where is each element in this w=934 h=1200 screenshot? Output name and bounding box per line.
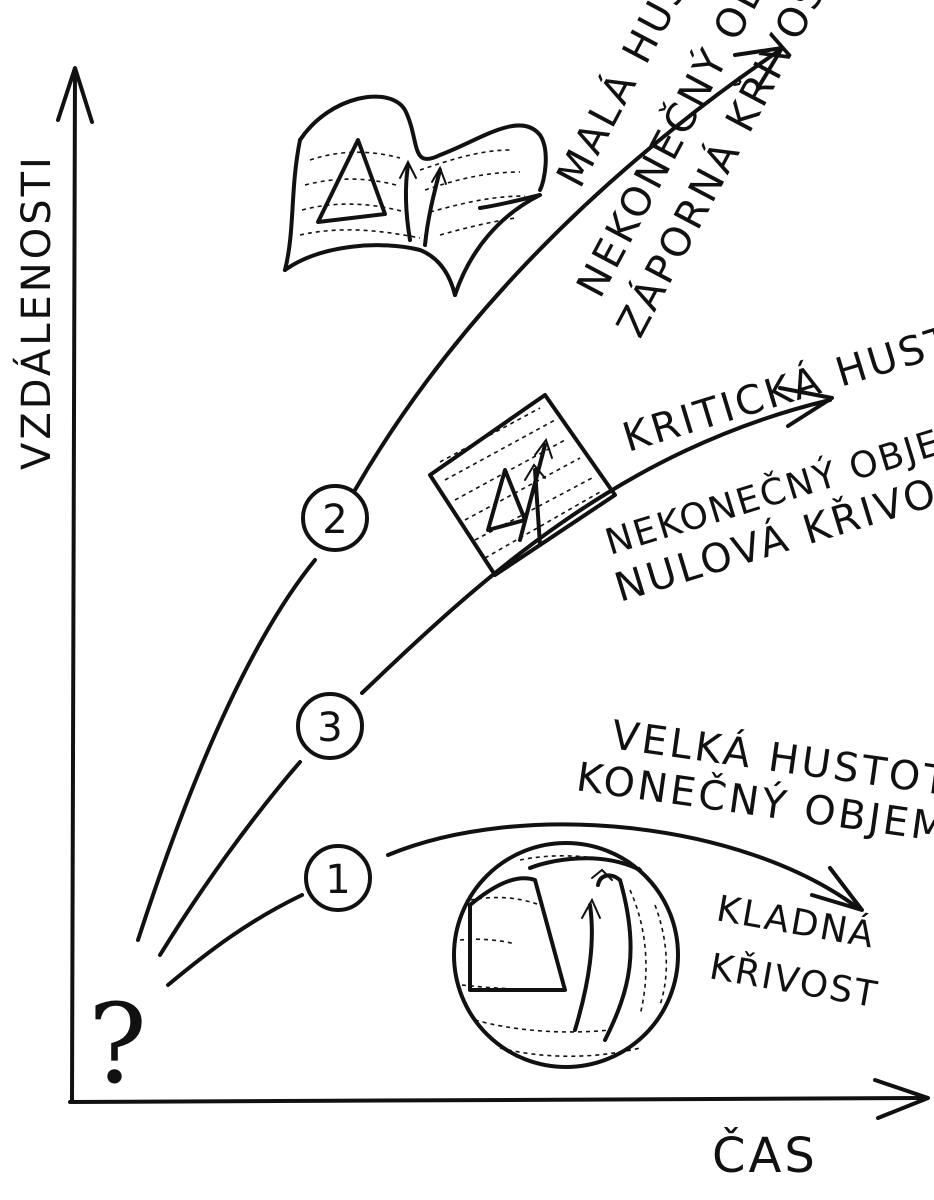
curve-1-number: 1 — [325, 857, 350, 903]
y-axis-label: VZDÁLENOSTI — [12, 154, 60, 470]
x-axis-label: ČAS — [712, 1127, 818, 1184]
curve-2-marker: 2 — [301, 484, 369, 552]
saddle-surface-illustration — [283, 94, 548, 297]
y-axis — [56, 66, 94, 1104]
curve-2 — [136, 46, 784, 942]
curve-2-labels: MALÁ HUSTOTA NEKONEČNÝ OBJEM ZÁPORNÁ KŘI… — [546, 0, 849, 345]
curve-1 — [166, 822, 864, 987]
origin-question-mark: ? — [88, 980, 147, 1108]
flat-plane-illustration — [428, 393, 617, 577]
curve-3-marker: 3 — [296, 692, 364, 760]
curve-1-curvature-b: KŘIVOST — [706, 946, 881, 1017]
curve-2-number: 2 — [322, 497, 347, 543]
curve-3-number: 3 — [317, 705, 342, 751]
x-axis — [68, 1078, 930, 1120]
curve-3 — [158, 386, 834, 957]
sphere-illustration — [452, 841, 680, 1069]
curve-1-marker: 1 — [304, 844, 372, 912]
